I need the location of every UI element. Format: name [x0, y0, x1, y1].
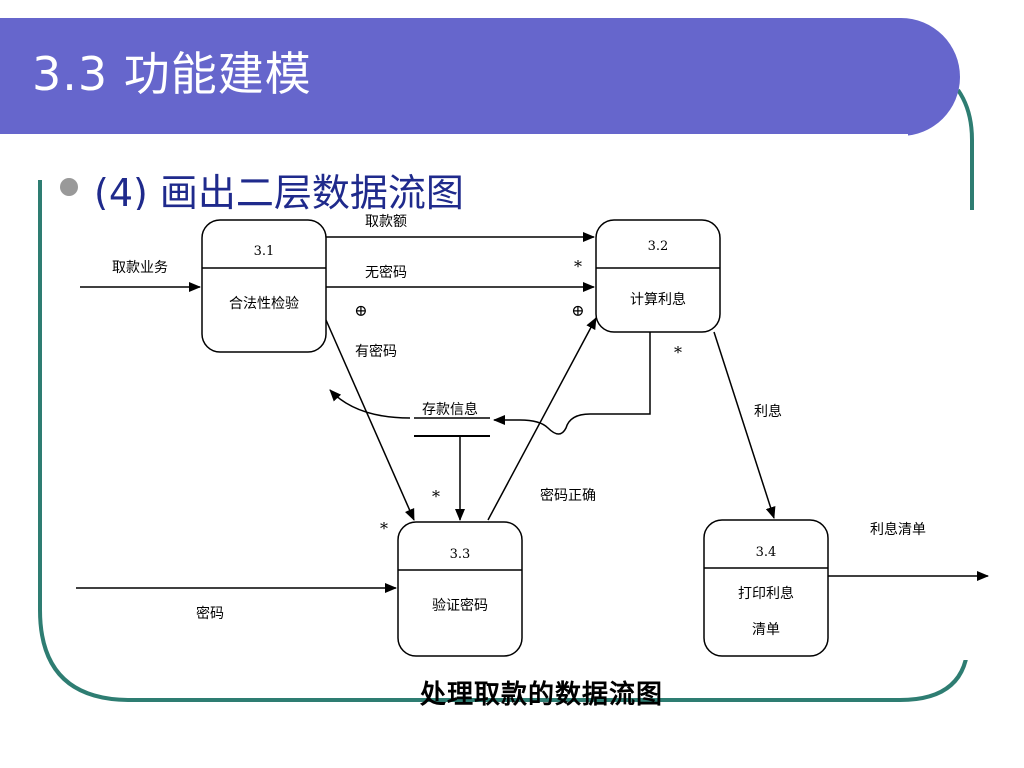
title-underline — [0, 134, 908, 138]
flow-interest-label: 利息 — [754, 403, 782, 420]
process-3-4: 3.4 打印利息 清单 — [703, 519, 829, 657]
process-3-1-name: 合法性检验 — [229, 296, 299, 312]
process-3-3-name: 验证密码 — [432, 597, 488, 614]
oplus-symbol: ⊕ — [354, 301, 367, 320]
flow-withdraw-request: 取款业务 — [80, 260, 201, 292]
process-3-2: 3.2 计算利息 — [595, 219, 721, 333]
data-store-name: 存款信息 — [422, 401, 478, 418]
oplus-symbol: ⊕ — [571, 301, 584, 320]
diagram-caption: 处理取款的数据流图 — [420, 680, 664, 710]
star-symbol: * — [380, 519, 388, 538]
process-3-3: 3.3 验证密码 — [397, 521, 523, 657]
flow-withdraw-request-label: 取款业务 — [112, 260, 168, 276]
process-3-2-id: 3.2 — [648, 239, 669, 254]
process-3-3-id: 3.3 — [450, 547, 471, 562]
process-3-4-name-line1: 打印利息 — [738, 585, 794, 602]
star-symbol: * — [432, 487, 440, 506]
page-title: 3.3 功能建模 — [32, 47, 312, 101]
process-3-1: 3.1 合法性检验 — [201, 219, 327, 353]
flow-no-password-label: 无密码 — [365, 264, 407, 281]
flow-interest-list: 利息清单 — [828, 521, 989, 581]
bullet-dot — [60, 178, 78, 196]
process-3-4-id: 3.4 — [756, 545, 777, 560]
flow-interest: 利息 — [713, 331, 782, 519]
flow-amount: 取款额 — [326, 214, 595, 242]
flow-calc-to-store — [493, 332, 651, 435]
flow-password-ok-label: 密码正确 — [540, 487, 596, 504]
flow-amount-label: 取款额 — [365, 214, 407, 230]
title-banner — [0, 18, 960, 136]
flow-password-ok: 密码正确 — [487, 317, 597, 521]
process-3-2-name: 计算利息 — [630, 291, 686, 308]
flow-password-label: 密码 — [196, 605, 224, 622]
flow-password: 密码 — [76, 583, 397, 622]
star-symbol: * — [574, 257, 582, 276]
flow-interest-list-label: 利息清单 — [870, 521, 926, 538]
star-symbol: * — [674, 343, 682, 362]
data-store: 存款信息 — [414, 401, 490, 437]
flow-has-password-label: 有密码 — [355, 343, 397, 360]
process-3-4-name-line2: 清单 — [752, 622, 780, 638]
process-3-1-id: 3.1 — [254, 244, 275, 259]
flow-store-to-check — [329, 389, 411, 419]
flow-has-password: 有密码 — [325, 319, 415, 521]
diagram-background — [60, 210, 1000, 660]
flow-no-password: 无密码 — [326, 264, 595, 292]
bullet-text: (4) 画出二层数据流图 — [94, 171, 464, 215]
